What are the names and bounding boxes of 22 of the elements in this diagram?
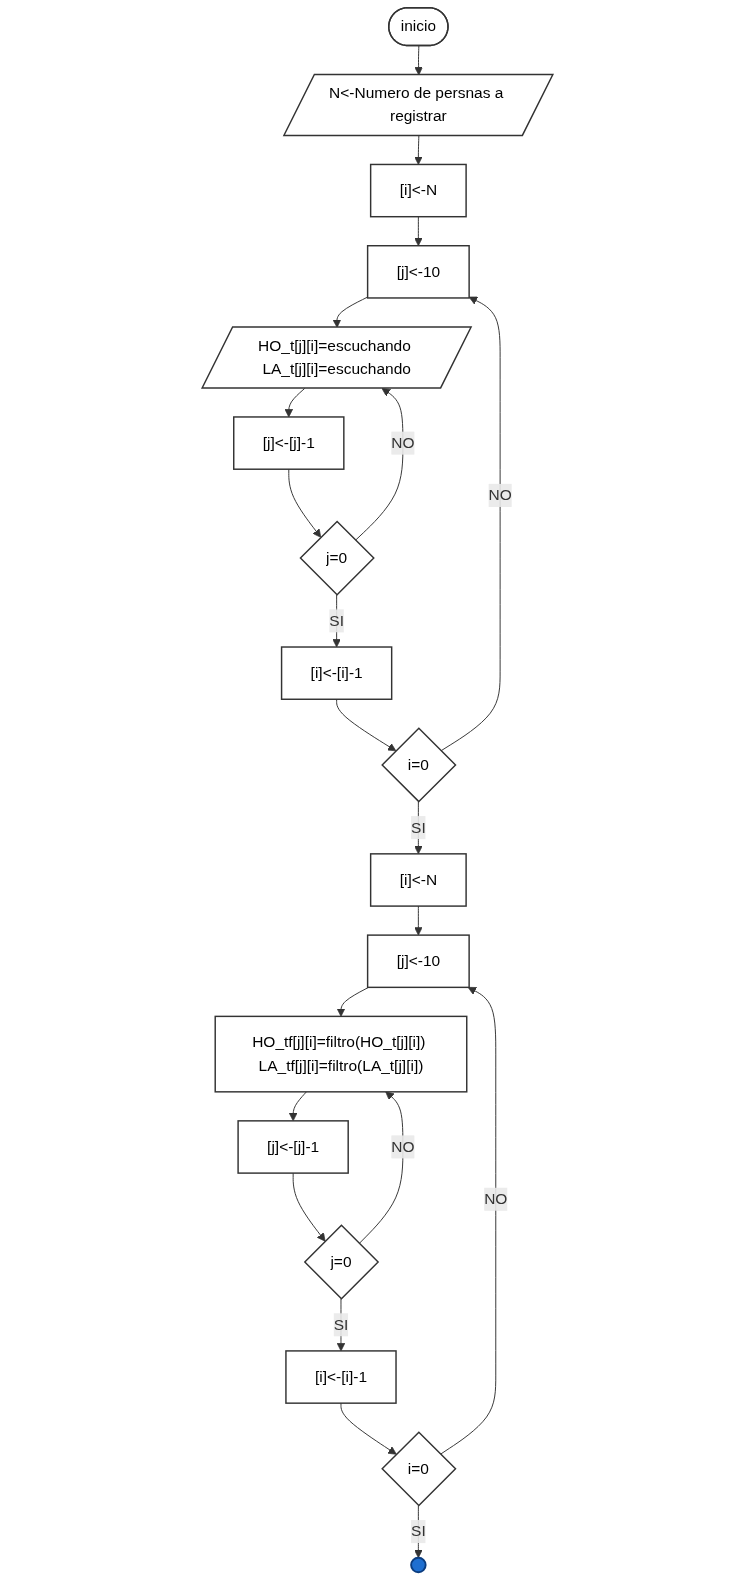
edge-label: NO [484,1190,508,1207]
node-diamond: i=0 [381,727,457,803]
edge-label: NO [391,1138,415,1155]
edge-label: SI [411,1522,426,1540]
node-box: [i]<-[i]-1 [285,1350,397,1404]
edge-label: NO [391,434,415,451]
edge-label: SI [333,1316,349,1333]
node-box: [j]<-[j]-1 [233,416,345,470]
node-diamond: j=0 [303,1224,380,1300]
edge-label: NO [488,486,512,504]
node-diamond: j=0 [299,520,375,596]
edge-label: SI [329,612,344,629]
node-box: [j]<-[j]-1 [237,1120,349,1174]
node-box: HO_tf[j][i]=filtro(HO_t[j][i]) LA_tf[j][i]=filtro(LA_t[j][i]) [214,1015,468,1093]
edge-label: SI [411,819,426,836]
node-box: [i]<-N [369,163,467,218]
node-circle [410,1556,427,1574]
node-box: [j]<-10 [366,934,470,989]
node-diamond: i=0 [381,1431,457,1507]
node-box: [i]<-N [369,853,467,907]
node-box: [j]<-10 [366,245,470,299]
node-box: [i]<-[i]-1 [280,646,393,700]
